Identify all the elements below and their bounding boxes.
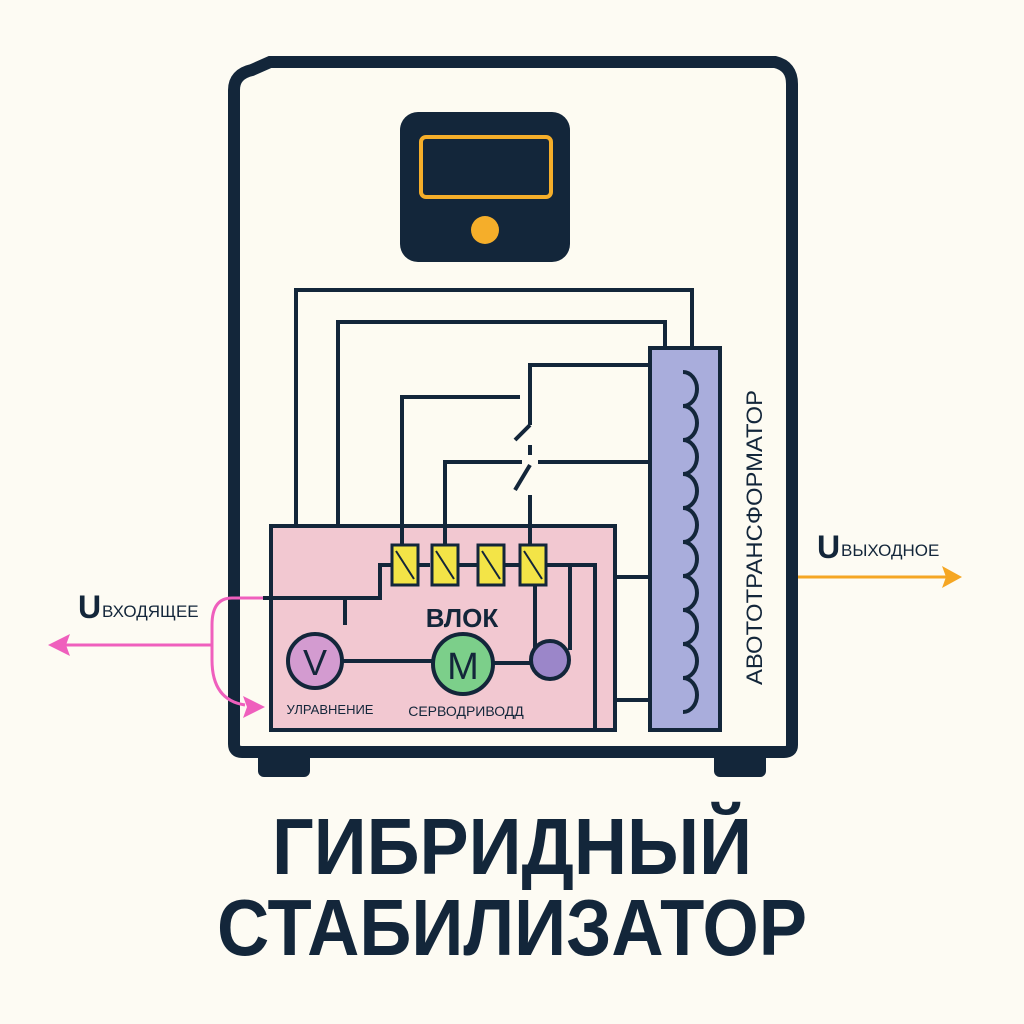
output-label: ВЫХОДНОЕ [841,541,939,560]
output-symbol: U [817,529,840,565]
input-arrow-head-right [243,696,265,718]
relay [390,543,420,587]
display-panel [400,112,570,262]
display-screen [419,135,553,199]
relay [518,543,548,587]
input-symbol: U [78,589,101,625]
input-label: ВХОДЯЩЕЕ [102,602,199,621]
voltmeter-label: УЛРАВНЕНИЕ [287,702,374,717]
relay [430,543,460,587]
relay [476,543,506,587]
input-arrow-head-left [48,634,70,656]
autotransformer-label: АВОТОТРАНСФОРМАТОР [742,390,767,685]
motor-symbol: M [447,646,479,688]
switch [513,423,532,545]
voltmeter-icon [286,632,344,690]
motor-label: СЕРВОДРИВОДД [408,703,524,719]
autotransformer [648,346,722,732]
motor-icon [431,632,495,696]
relays [390,543,548,587]
display-knob[interactable] [471,216,499,244]
title-line-2: СТАБИЛИЗАТОР [217,883,807,972]
coil-winding [682,370,699,714]
input-arrow [60,596,263,707]
title-line-1: ГИБРИДНЫЙ [272,801,752,891]
output-arrow-head [942,566,962,588]
block-label: ВЛОК [426,603,499,633]
voltmeter-symbol: V [303,642,327,683]
servo-wheel-icon [529,639,571,681]
